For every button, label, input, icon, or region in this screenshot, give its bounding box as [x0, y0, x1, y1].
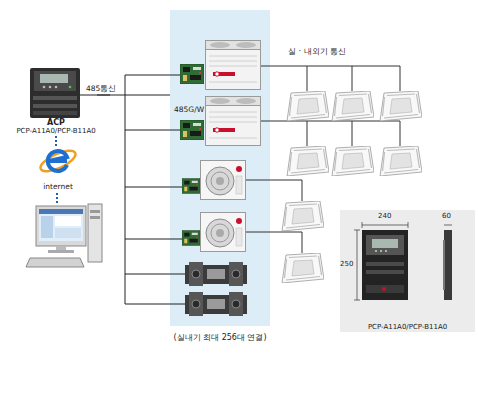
dimension-text: 250 [340, 261, 353, 268]
connector-line [55, 136, 57, 146]
cassette-units [282, 201, 324, 231]
internet-icon [38, 147, 78, 176]
indoor-wires [400, 66, 401, 91]
pc-illustration [41, 216, 53, 238]
cassette-units [332, 91, 374, 121]
indoor-wires [307, 121, 308, 146]
bus-stub [80, 95, 110, 96]
acp-device [33, 96, 77, 100]
cassette-units [380, 146, 422, 176]
indoor-wires [307, 66, 308, 91]
controller-node: ACPPCP-A11A0/PCP-B11A0 [15, 66, 97, 136]
pc-illustration [90, 210, 100, 213]
indoor-wires [400, 121, 401, 146]
cassette-units [287, 146, 329, 176]
acp-device [43, 86, 46, 89]
dotted-link [56, 193, 58, 205]
pc-illustration [39, 209, 83, 214]
acp-device [40, 74, 68, 83]
node-title: PCP-A11A0/PCP-B11A0 [368, 323, 447, 331]
node-title: (실내기 최대 256대 연결) [130, 333, 310, 342]
cassette-units [380, 91, 422, 121]
indoor-wires [352, 66, 353, 91]
pc-illustration [26, 204, 102, 267]
indoor-wires [261, 66, 400, 67]
acp-device [69, 86, 72, 89]
node-subtitle: PCP-A11A0/PCP-B11A0 [16, 127, 95, 135]
connector-line [97, 95, 170, 96]
cassette-units [282, 253, 324, 283]
bus-wires [125, 75, 126, 304]
connector-label: 485통신 [86, 85, 116, 93]
node-title: ACP [47, 118, 65, 127]
acp-device [30, 68, 80, 118]
indoor-wires [352, 121, 353, 146]
detail-panel: PCP-A11A0/PCP-B11A0 [340, 210, 475, 332]
pc-illustration [90, 216, 100, 219]
pc-illustration [88, 204, 102, 262]
internet-icon [38, 147, 78, 176]
dimension-text: 240 [378, 213, 391, 220]
indoor-wires [261, 121, 400, 122]
gateway-label: 485G/W [174, 106, 204, 114]
acp-device [49, 86, 52, 89]
node-title: internet [43, 183, 73, 192]
pc-illustration [55, 216, 81, 226]
dimension-text: 60 [442, 213, 451, 220]
acp-device [33, 111, 77, 115]
internet-node: internet [28, 146, 88, 193]
cassette-units [287, 91, 329, 121]
pc-illustration [36, 206, 86, 246]
pc-illustration [48, 250, 74, 253]
acp-device [34, 71, 76, 91]
acp-device [33, 104, 77, 108]
pc-illustration [55, 228, 81, 238]
acp-device [30, 68, 80, 118]
cassette-units [332, 146, 374, 176]
acp-device [55, 86, 58, 89]
pc-illustration [56, 246, 66, 251]
internet-icon [48, 151, 67, 171]
link-label: 실 · 내외기 통신 [288, 48, 346, 56]
pc-illustration [26, 258, 84, 267]
pc-illustration [39, 209, 83, 241]
device-band: (실내기 최대 256대 연결) [170, 10, 270, 326]
